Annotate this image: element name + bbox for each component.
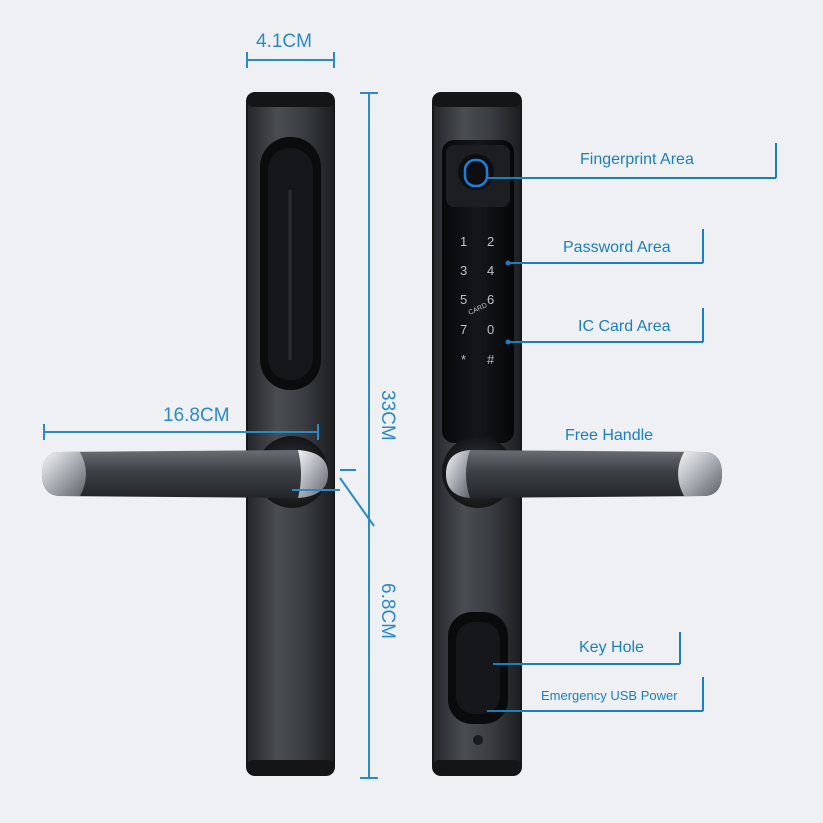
dimension-lines	[43, 52, 378, 779]
keypad-key-hash: #	[487, 352, 495, 367]
handle-to-bottom-label: 6.8CM	[377, 583, 398, 639]
height-dimension-label: 33CM	[377, 390, 398, 441]
key-hole-label: Key Hole	[579, 639, 644, 656]
ic-card-area-label: IC Card Area	[578, 318, 671, 335]
width-dimension-label: 4.1CM	[256, 31, 312, 52]
emergency-usb-label: Emergency USB Power	[541, 688, 678, 703]
keypad-key-5: 5	[460, 292, 468, 307]
keypad-key-4: 4	[487, 263, 495, 278]
password-area-label: Password Area	[563, 239, 671, 256]
back-lock	[42, 92, 335, 776]
handle-length-label: 16.8CM	[163, 405, 230, 426]
callout-lines	[487, 143, 777, 712]
fingerprint-area-label: Fingerprint Area	[580, 151, 694, 168]
keypad-key-2: 2	[487, 234, 495, 249]
keypad-key-star: *	[461, 352, 467, 367]
keypad-key-6: 6	[487, 292, 495, 307]
keypad-key-1: 1	[460, 234, 468, 249]
keypad-key-0: 0	[487, 322, 495, 337]
keypad-key-3: 3	[460, 263, 468, 278]
front-lock	[432, 92, 722, 776]
keypad-key-7: 7	[460, 322, 468, 337]
free-handle-label: Free Handle	[565, 427, 654, 444]
